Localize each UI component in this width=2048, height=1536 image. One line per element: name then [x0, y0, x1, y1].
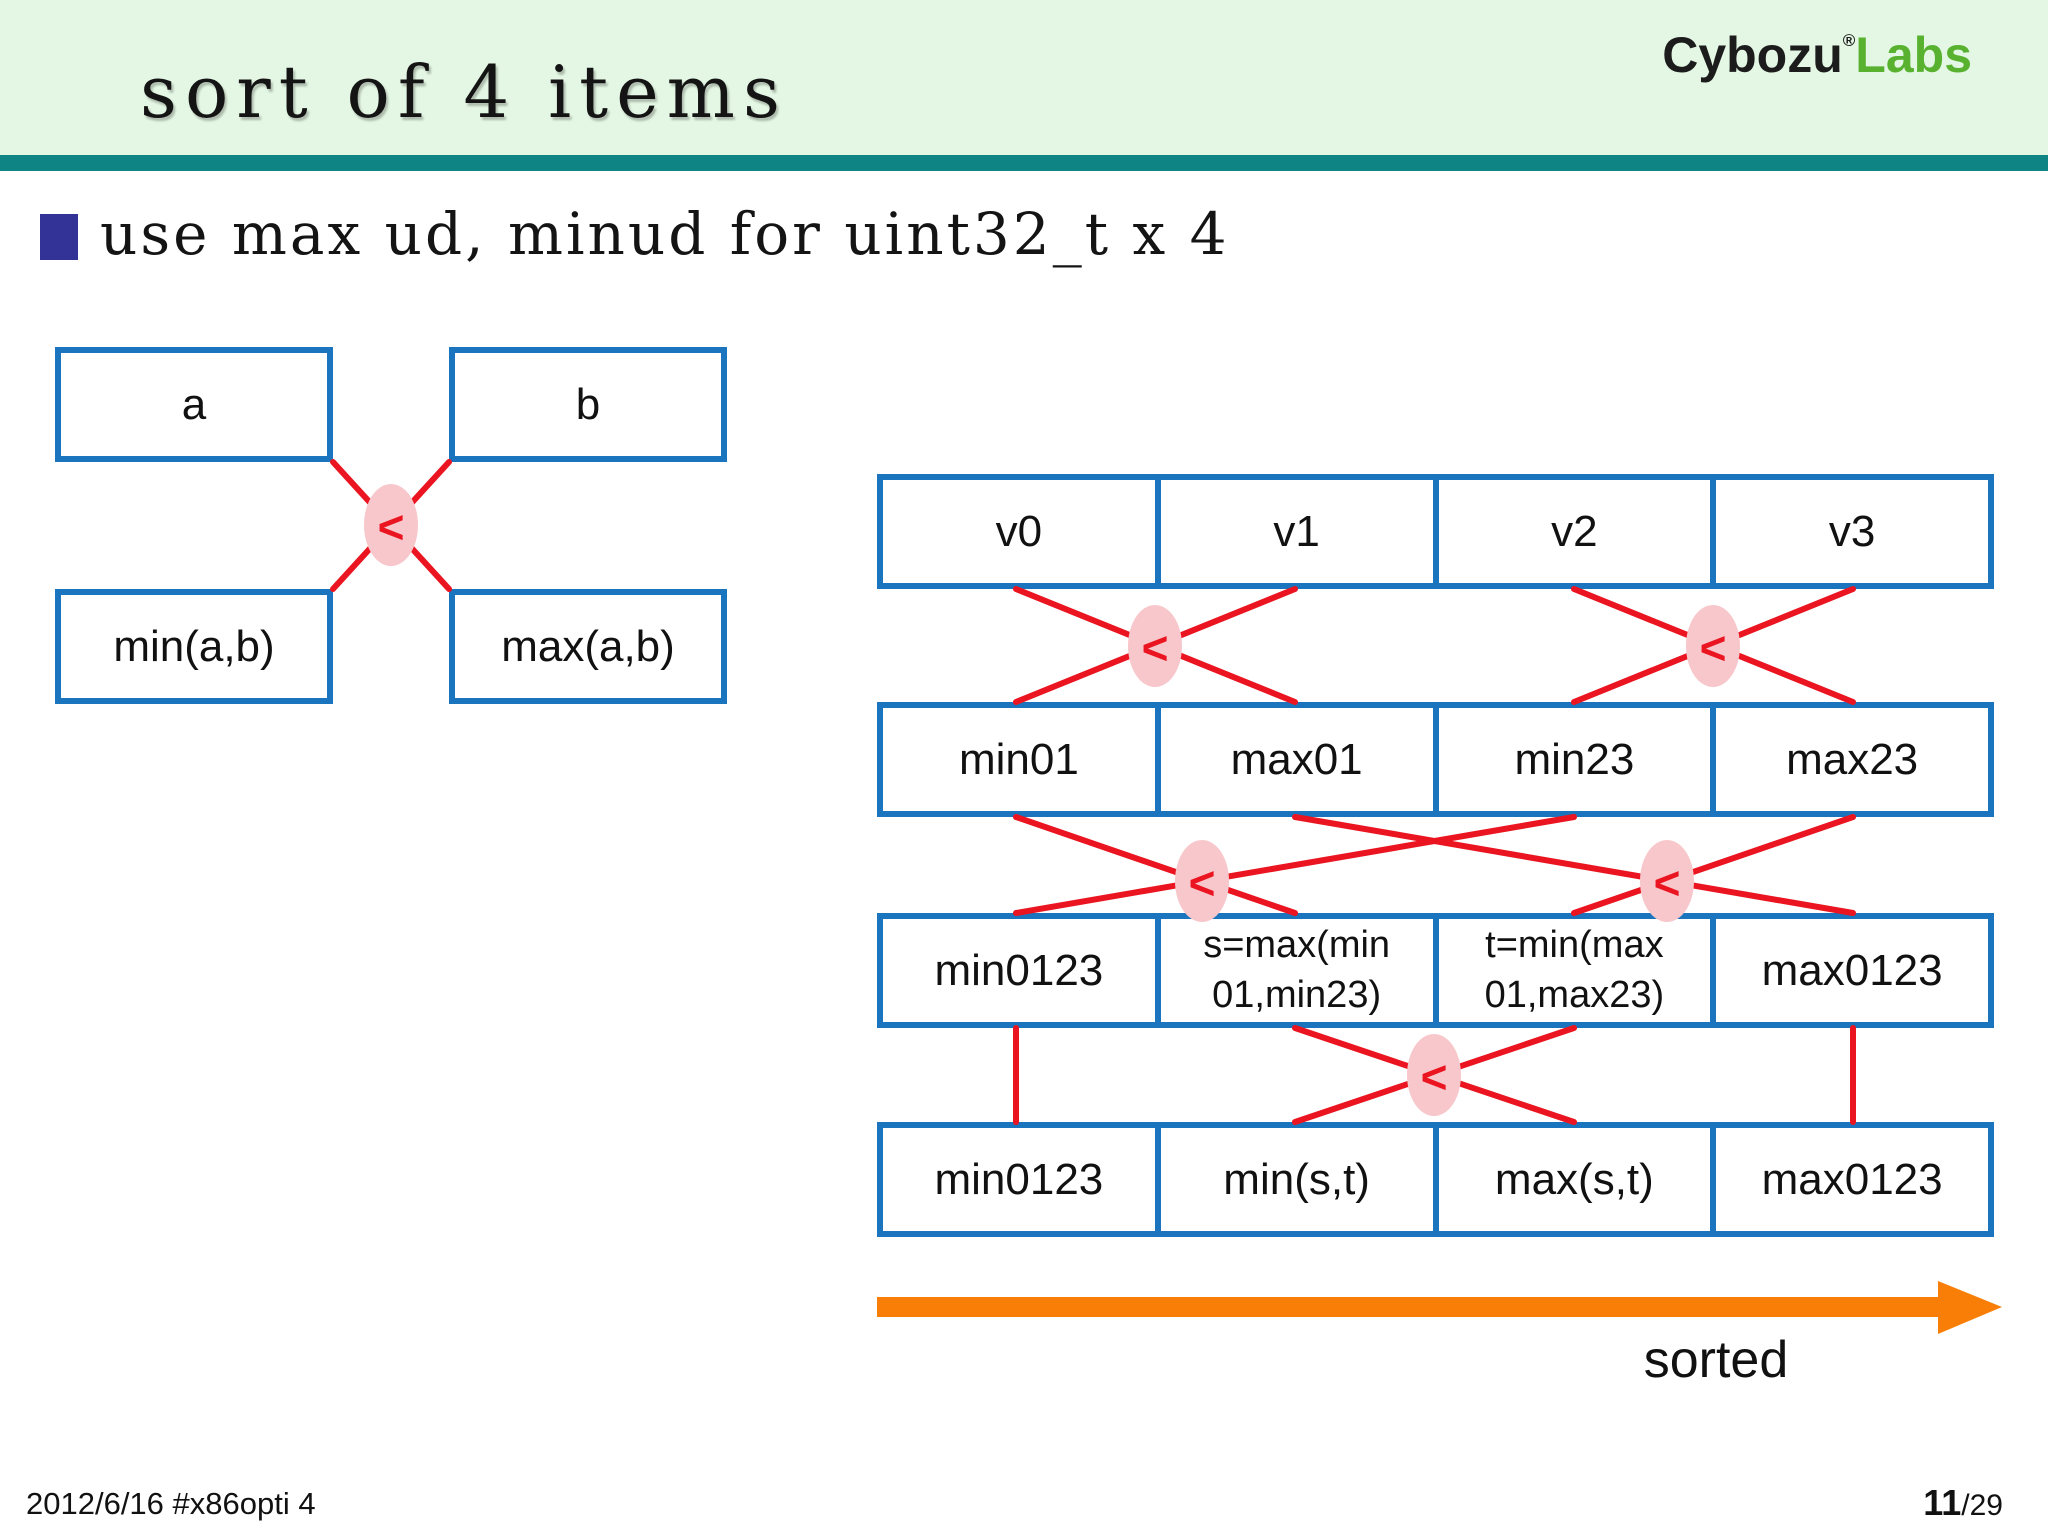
comparator-ellipse: [364, 484, 418, 566]
sorted-label: sorted: [1643, 1331, 1789, 1389]
compare-line: [330, 459, 452, 592]
compare-line: [1013, 814, 1577, 916]
less-than-icon: <: [1189, 857, 1216, 909]
page-title: sort of 4 items: [140, 50, 788, 134]
compare-line: [1292, 814, 1856, 916]
cell-max-st: max(s,t): [1432, 1128, 1711, 1231]
box-b: b: [449, 347, 727, 462]
comparator-ellipse: [1407, 1034, 1461, 1116]
cell-max23: max23: [1710, 708, 1988, 811]
teal-rule-divider: [0, 155, 2048, 171]
compare-line: [1571, 814, 1856, 916]
cell-v0: v0: [995, 506, 1043, 556]
cell-s-max: s=max(min 01,min23): [1154, 919, 1433, 1022]
compare-line: [1292, 1025, 1577, 1125]
cell-v2: v2: [1432, 480, 1711, 583]
logo-labs: Labs: [1855, 27, 1972, 83]
cell-min0123: min0123: [934, 945, 1104, 995]
compare-line: [1013, 586, 1298, 705]
compare-line: [1292, 1025, 1577, 1125]
bullet-text: use max ud, minud for uint32_t x 4: [100, 200, 1230, 268]
vector-row-input: v0 v1 v2 v3: [877, 474, 1994, 589]
compare-line: [1571, 586, 1856, 705]
bullet-square-icon: [40, 214, 78, 260]
compare-line: [1571, 586, 1856, 705]
footer-event-info: 2012/6/16 #x86opti 4: [26, 1486, 316, 1521]
cell-min23: min23: [1432, 708, 1711, 811]
cell-min0123-out: min0123: [934, 1154, 1104, 1204]
cell-min-st: min(s,t): [1154, 1128, 1433, 1231]
footer-page-number: 11/29: [1923, 1482, 2003, 1524]
cell-t-min: t=min(max 01,max23): [1432, 919, 1711, 1022]
cell-max0123: max0123: [1710, 919, 1988, 1022]
cell-v1: v1: [1154, 480, 1433, 583]
compare-line: [330, 459, 452, 592]
sorted-arrow-icon: [877, 1281, 2002, 1334]
less-than-icon: <: [1142, 622, 1169, 674]
less-than-icon: <: [1421, 1051, 1448, 1103]
compare-line: [1013, 586, 1298, 705]
cell-max0123-out: max0123: [1710, 1128, 1988, 1231]
vector-row-stage2: min0123 s=max(min 01,min23) t=min(max 01…: [877, 913, 1994, 1028]
comparator-ellipse: [1128, 605, 1182, 687]
cell-max01: max01: [1154, 708, 1433, 811]
page-total: /29: [1961, 1489, 2003, 1522]
less-than-icon: <: [378, 501, 405, 553]
cybozu-labs-logo: Cybozu®Labs: [1662, 26, 1972, 84]
comparator-ellipse: [1686, 605, 1740, 687]
vector-row-stage1: min01 max01 min23 max23: [877, 702, 1994, 817]
compare-line: [1013, 814, 1298, 916]
logo-brand: Cybozu: [1662, 27, 1843, 83]
less-than-icon: <: [1700, 622, 1727, 674]
registered-mark-icon: ®: [1842, 31, 1856, 50]
cell-min01: min01: [958, 734, 1079, 784]
comparator-ellipse: [1175, 840, 1229, 922]
box-a: a: [55, 347, 333, 462]
vector-row-output: min0123 min(s,t) max(s,t) max0123: [877, 1122, 1994, 1237]
box-min-ab: min(a,b): [55, 589, 333, 704]
comparator-ellipse: [1640, 840, 1694, 922]
box-max-ab: max(a,b): [449, 589, 727, 704]
less-than-icon: <: [1654, 857, 1681, 909]
page-current: 11: [1923, 1482, 1962, 1523]
header-band: [0, 0, 2048, 155]
cell-v3: v3: [1710, 480, 1988, 583]
